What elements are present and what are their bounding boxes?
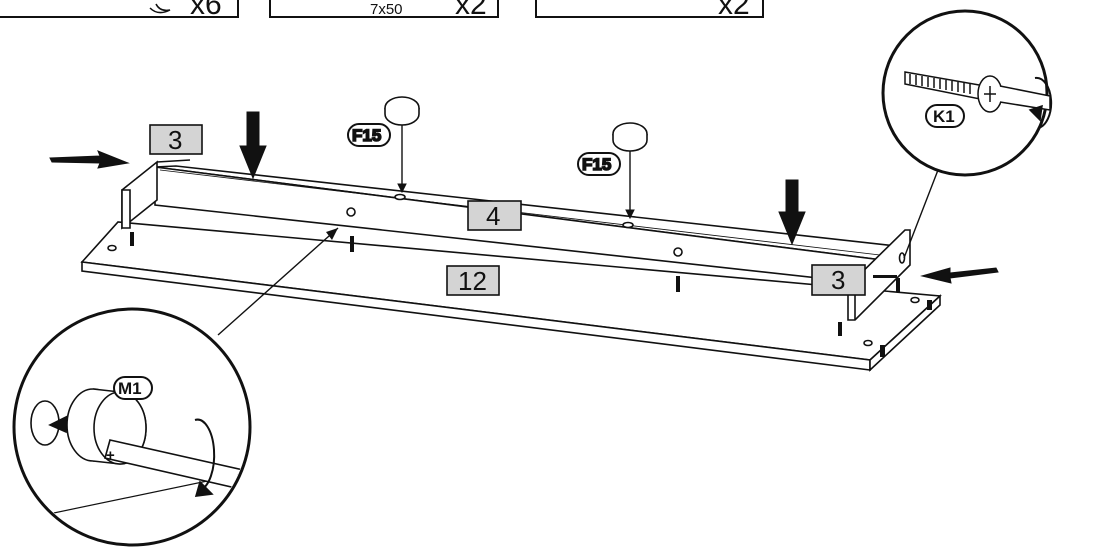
fitting-label: F15 [582,155,611,174]
part-size: 7x50 [370,1,403,18]
cam-detail-icon: + [19,388,248,521]
dowel-icon [838,322,842,336]
assembly-arrows [49,111,999,284]
part-qty: x6 [190,0,222,21]
detail-callout-m1: + M1 [12,227,339,547]
fitting-tag [347,123,391,147]
part-label-side-right: 3 [811,264,866,296]
base-panel [80,221,942,372]
dowel-icon [130,232,134,246]
push-right-arrow-icon [49,150,130,169]
detail-callout-k1: K1 [881,9,1053,259]
dowel-icon [880,345,885,357]
svg-text:4: 4 [486,201,500,231]
svg-text:12: 12 [458,266,487,296]
push-left-arrow-icon [920,267,999,284]
part-label-side-left: 3 [149,124,203,155]
fitting-label: K1 [933,107,955,126]
part-box-cam-lock: x6 [0,0,239,21]
screw-icon [873,275,897,278]
part-qty: x2 [718,0,750,21]
parts-row: x6 7x50 x2 x2 [0,0,764,21]
glide-right: F15 [577,122,648,176]
insert-arrow-icon [625,209,635,220]
insert-arrow-icon [397,183,407,194]
part-label-base-panel: 12 [446,265,500,296]
dowel-icon [350,236,354,252]
screw-detail-icon [904,71,1053,129]
dowel-icon [927,300,932,310]
fitting-label: F15 [352,126,381,145]
part-qty: x2 [455,0,487,21]
fitting-tag [577,152,621,176]
dowel-pins [130,232,932,357]
cam-lock-icon [149,3,171,14]
dowel-icon [896,278,900,292]
side-panel-left [121,159,191,230]
down-arrow-icon [778,179,806,246]
part-box-screw: 7x50 x2 [269,0,499,21]
down-arrow-icon [239,111,267,180]
svg-text:+: + [106,447,115,464]
glide-left: F15 [347,96,420,147]
part-box-glide: x2 [535,0,764,21]
fitting-label: M1 [118,379,142,398]
dowel-icon [676,276,680,292]
svg-text:3: 3 [831,265,845,295]
part-label-back-rail: 4 [467,200,522,231]
svg-text:3: 3 [168,125,182,155]
